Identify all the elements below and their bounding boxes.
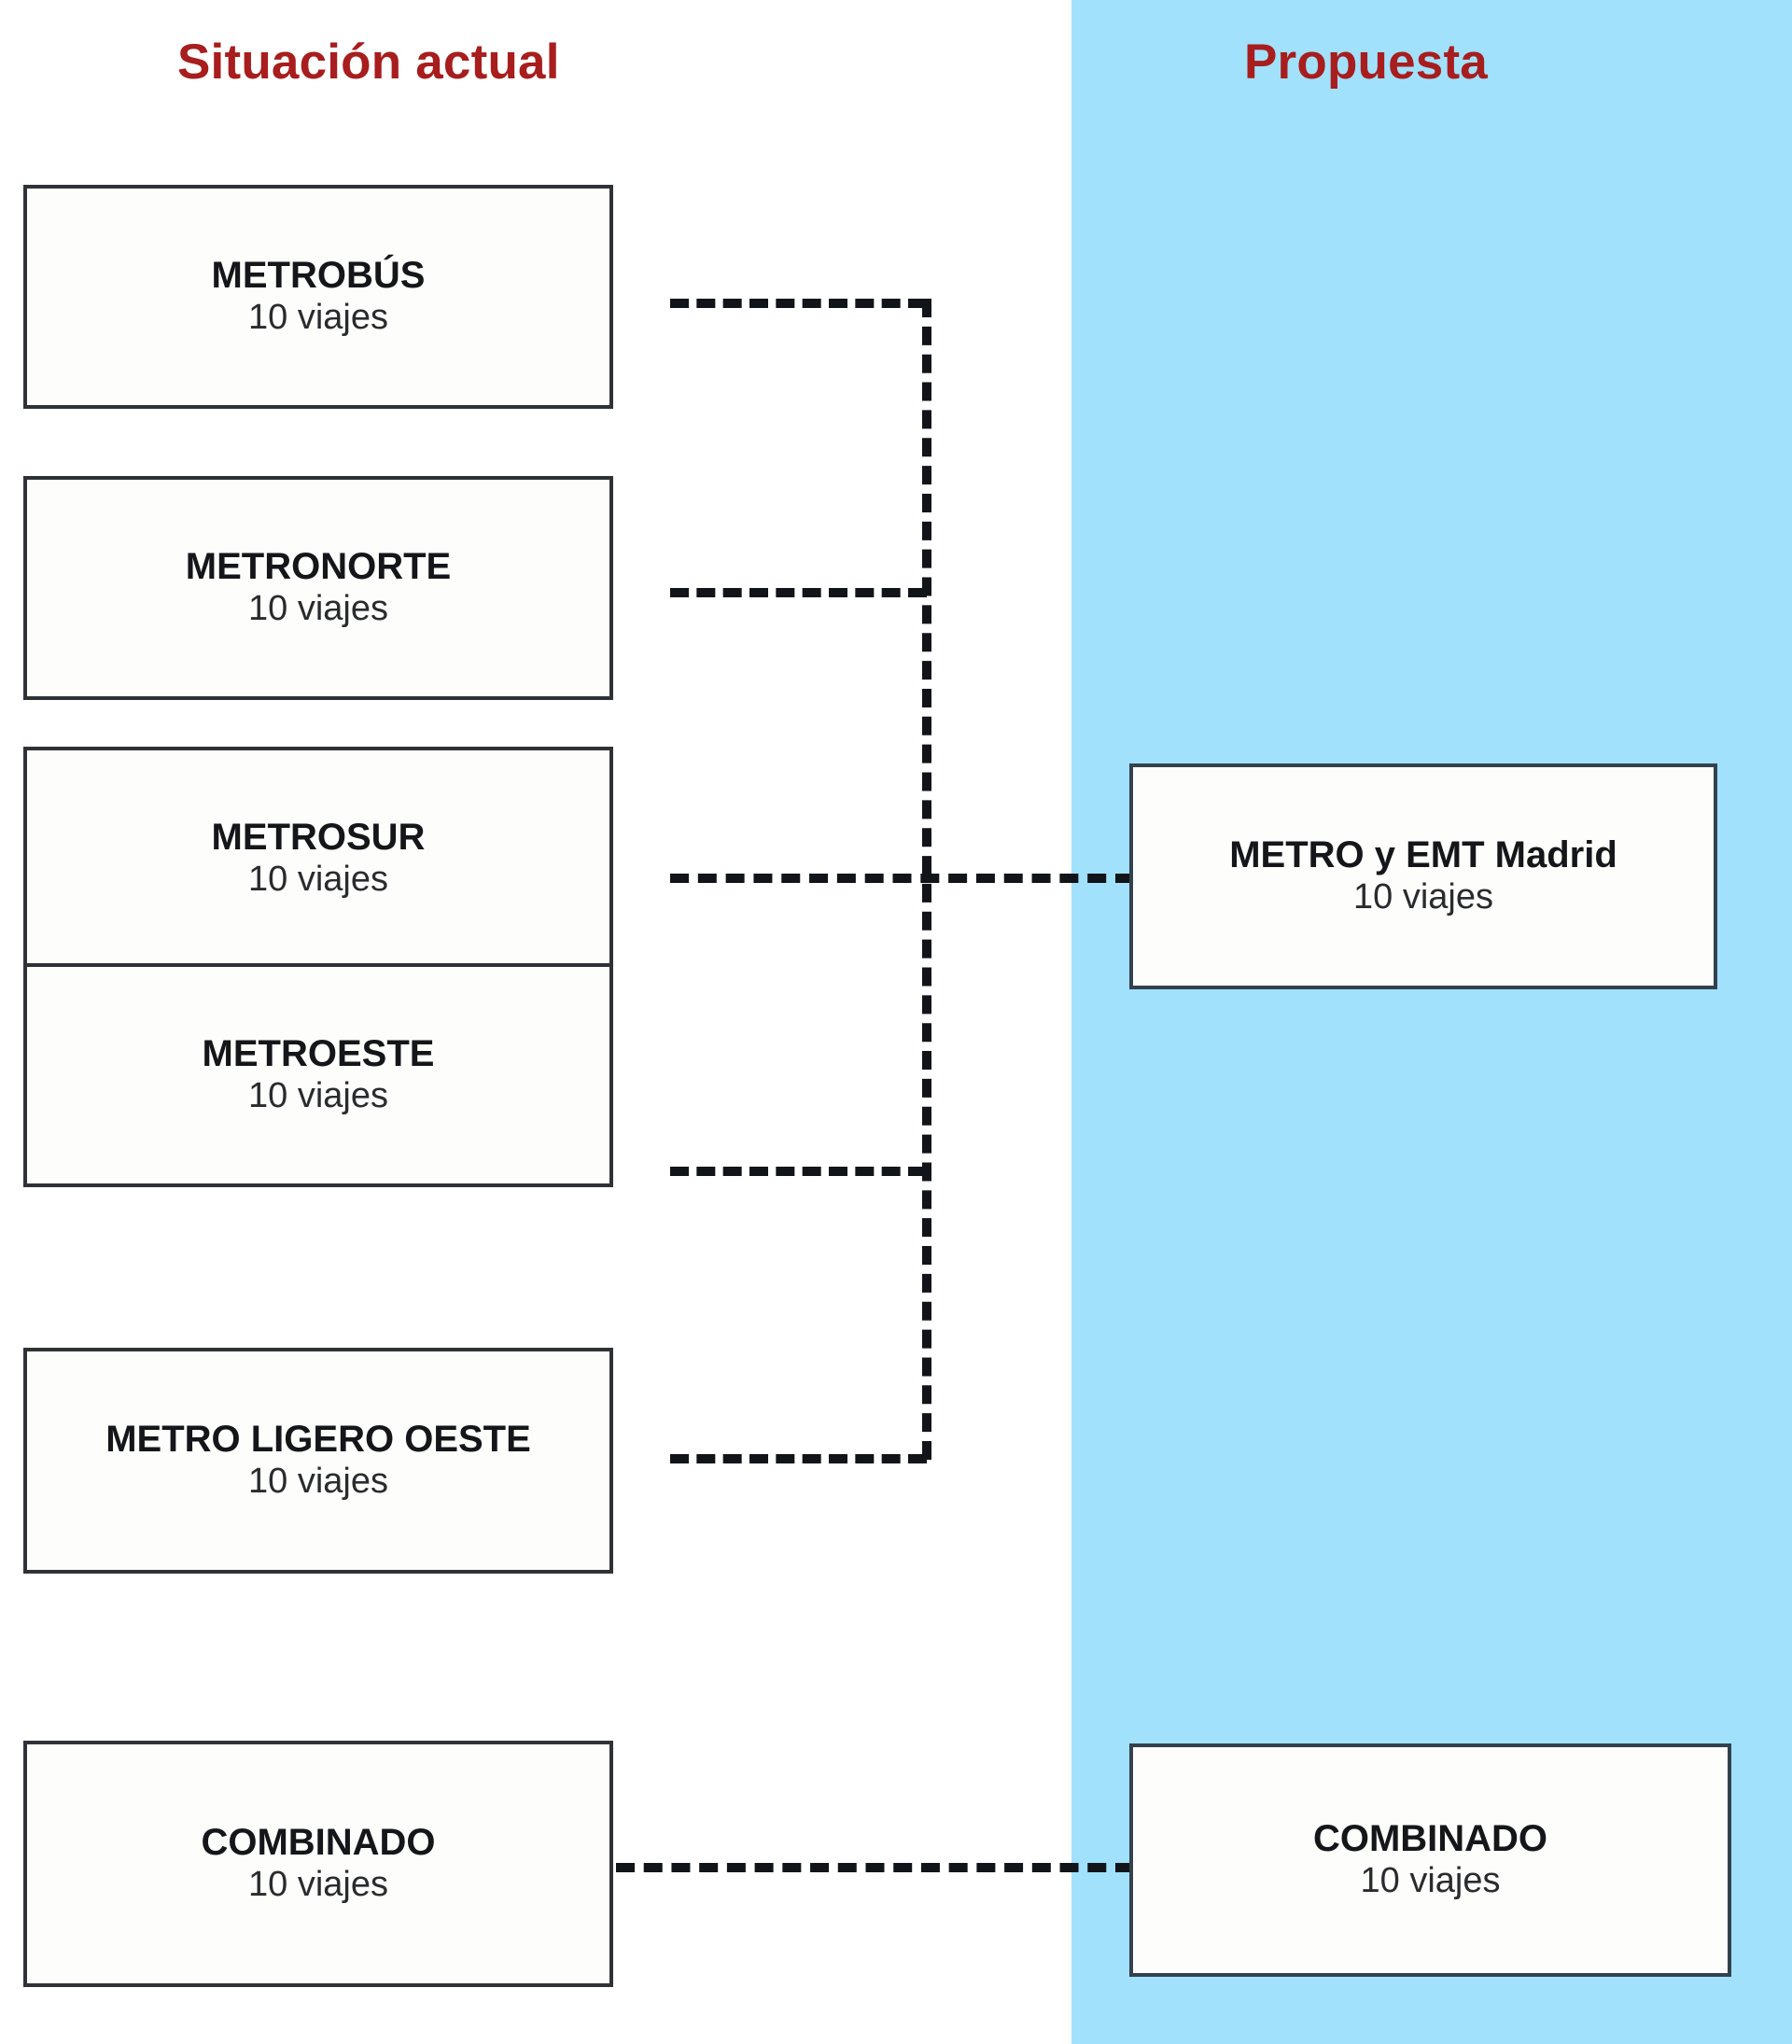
column-title-proposal: Propuesta [1244,35,1488,90]
connector-metroeste-to-trunk [670,1167,927,1176]
node-metrobus-title: METROBÚS [211,255,426,297]
node-metrobus[interactable]: METROBÚS 10 viajes [23,185,613,409]
node-combinado-current-detail: 10 viajes [248,1864,388,1904]
node-metrosur-title: METROSUR [211,817,426,859]
node-metronorte-title: METRONORTE [185,546,452,588]
node-metrosur[interactable]: METROSUR 10 viajes [23,747,613,971]
node-metro-ligero-oeste-detail: 10 viajes [248,1461,388,1501]
node-combinado-proposal-detail: 10 viajes [1360,1860,1501,1900]
node-metro-y-emt-madrid-title: METRO y EMT Madrid [1229,834,1617,876]
connector-combinado-to-combinado [616,1863,1134,1872]
node-combinado-proposal[interactable]: COMBINADO 10 viajes [1129,1743,1731,1977]
connector-metro-ligero-oeste-to-trunk [670,1454,927,1463]
node-metronorte[interactable]: METRONORTE 10 viajes [23,476,613,700]
node-combinado-current[interactable]: COMBINADO 10 viajes [23,1741,613,1987]
node-metro-ligero-oeste[interactable]: METRO LIGERO OESTE 10 viajes [23,1348,613,1574]
node-metro-ligero-oeste-title: METRO LIGERO OESTE [105,1419,531,1461]
connector-metronorte-to-trunk [670,588,927,597]
node-metro-y-emt-madrid-detail: 10 viajes [1353,876,1493,917]
connector-metrobus-to-trunk [670,299,927,308]
node-metrosur-detail: 10 viajes [248,859,388,899]
proposal-panel-background [1071,0,1792,2044]
node-metroeste-title: METROESTE [202,1033,435,1075]
node-metroeste[interactable]: METROESTE 10 viajes [23,963,613,1187]
connector-metrosur-to-metro-emt [670,874,1134,883]
column-title-current: Situación actual [177,35,560,90]
node-combinado-proposal-title: COMBINADO [1312,1818,1548,1860]
node-combinado-current-title: COMBINADO [201,1822,436,1864]
node-metronorte-detail: 10 viajes [248,588,388,628]
node-metroeste-detail: 10 viajes [248,1075,388,1115]
node-metrobus-detail: 10 viajes [248,297,388,337]
connector-vertical-trunk [922,299,931,1460]
node-metro-y-emt-madrid[interactable]: METRO y EMT Madrid 10 viajes [1129,763,1717,989]
